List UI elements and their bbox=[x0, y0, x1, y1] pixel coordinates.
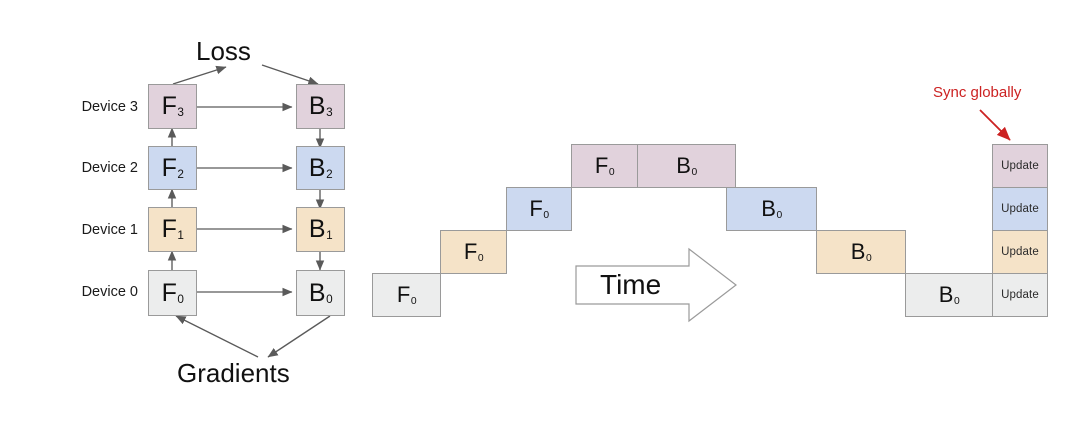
timeline-backward-device-3[interactable]: B0 bbox=[637, 144, 736, 188]
backward-box-label-3: B3 bbox=[308, 92, 333, 120]
update-block-device-0[interactable]: Update bbox=[992, 273, 1048, 317]
sync-arrow bbox=[979, 109, 1011, 141]
update-block-device-1[interactable]: Update bbox=[992, 230, 1048, 274]
forward-box-device-3[interactable]: F3 bbox=[148, 84, 197, 129]
timeline-forward-device-1[interactable]: F0 bbox=[440, 230, 507, 274]
timeline-forward-label-3: F0 bbox=[594, 153, 615, 178]
device-label-2: Device 2 bbox=[81, 160, 138, 176]
backward-box-label-2: B2 bbox=[308, 153, 333, 182]
timeline-backward-device-2[interactable]: B0 bbox=[726, 187, 817, 231]
forward-box-label-0: F0 bbox=[161, 278, 184, 307]
timeline-forward-label-0: F0 bbox=[396, 282, 417, 307]
timeline-forward-label-2: F0 bbox=[529, 196, 550, 221]
backward-box-device-3[interactable]: B3 bbox=[296, 84, 345, 129]
backward-box-device-0[interactable]: B0 bbox=[296, 270, 345, 316]
timeline-forward-device-2[interactable]: F0 bbox=[506, 187, 572, 231]
device-label-3: Device 3 bbox=[81, 99, 138, 115]
forward-box-label-3: F3 bbox=[161, 92, 184, 120]
forward-box-device-2[interactable]: F2 bbox=[148, 146, 197, 190]
device-label-1: Device 1 bbox=[81, 222, 138, 238]
sync-globally-label: Sync globally bbox=[933, 84, 1022, 101]
timeline-backward-label-1: B0 bbox=[850, 239, 872, 264]
loss-arrows bbox=[172, 64, 319, 85]
forward-box-label-2: F2 bbox=[161, 153, 184, 182]
timeline-backward-label-2: B0 bbox=[761, 196, 783, 221]
device-label-0: Device 0 bbox=[81, 284, 138, 300]
gradients-caption: Gradients bbox=[177, 358, 290, 388]
timeline-backward-label-3: B0 bbox=[676, 153, 698, 178]
timeline-backward-device-0[interactable]: B0 bbox=[905, 273, 993, 317]
timeline-forward-device-3[interactable]: F0 bbox=[571, 144, 638, 188]
update-block-device-3[interactable]: Update bbox=[992, 144, 1048, 188]
backward-box-device-1[interactable]: B1 bbox=[296, 207, 345, 252]
update-block-device-2[interactable]: Update bbox=[992, 187, 1048, 231]
loss-caption: Loss bbox=[196, 36, 251, 66]
forward-box-device-1[interactable]: F1 bbox=[148, 207, 197, 252]
time-arrow-label: Time bbox=[600, 269, 662, 300]
backward-box-label-0: B0 bbox=[308, 278, 333, 307]
forward-box-device-0[interactable]: F0 bbox=[148, 270, 197, 316]
gradients-arrows bbox=[175, 315, 331, 358]
timeline-backward-device-1[interactable]: B0 bbox=[816, 230, 906, 274]
forward-box-label-1: F1 bbox=[161, 215, 184, 243]
forward-to-backward-arrows bbox=[197, 102, 293, 297]
timeline-forward-label-1: F0 bbox=[463, 239, 484, 264]
timeline-backward-label-0: B0 bbox=[938, 282, 960, 307]
timeline-forward-device-0[interactable]: F0 bbox=[372, 273, 441, 317]
backward-box-device-2[interactable]: B2 bbox=[296, 146, 345, 190]
backward-box-label-1: B1 bbox=[308, 215, 333, 243]
